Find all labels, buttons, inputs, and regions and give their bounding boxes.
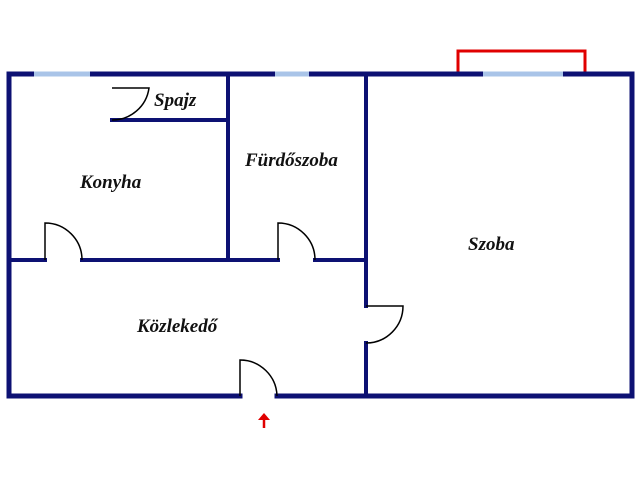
label-pantry: Spajz [154,90,197,111]
outer-walls [6,71,635,399]
label-hallway: Közlekedő [136,316,219,337]
door-bathroom[interactable] [277,222,316,261]
label-room: Szoba [468,234,515,255]
door-entrance[interactable] [239,359,278,397]
door-room[interactable] [365,305,404,344]
entrance-arrow-icon [258,413,270,428]
interior-walls [7,72,368,398]
label-kitchen: Konyha [79,172,142,193]
label-bathroom: Fürdőszoba [244,150,338,171]
door-pantry[interactable] [111,87,150,121]
balcony [456,49,587,74]
door-kitchen[interactable] [44,222,83,261]
